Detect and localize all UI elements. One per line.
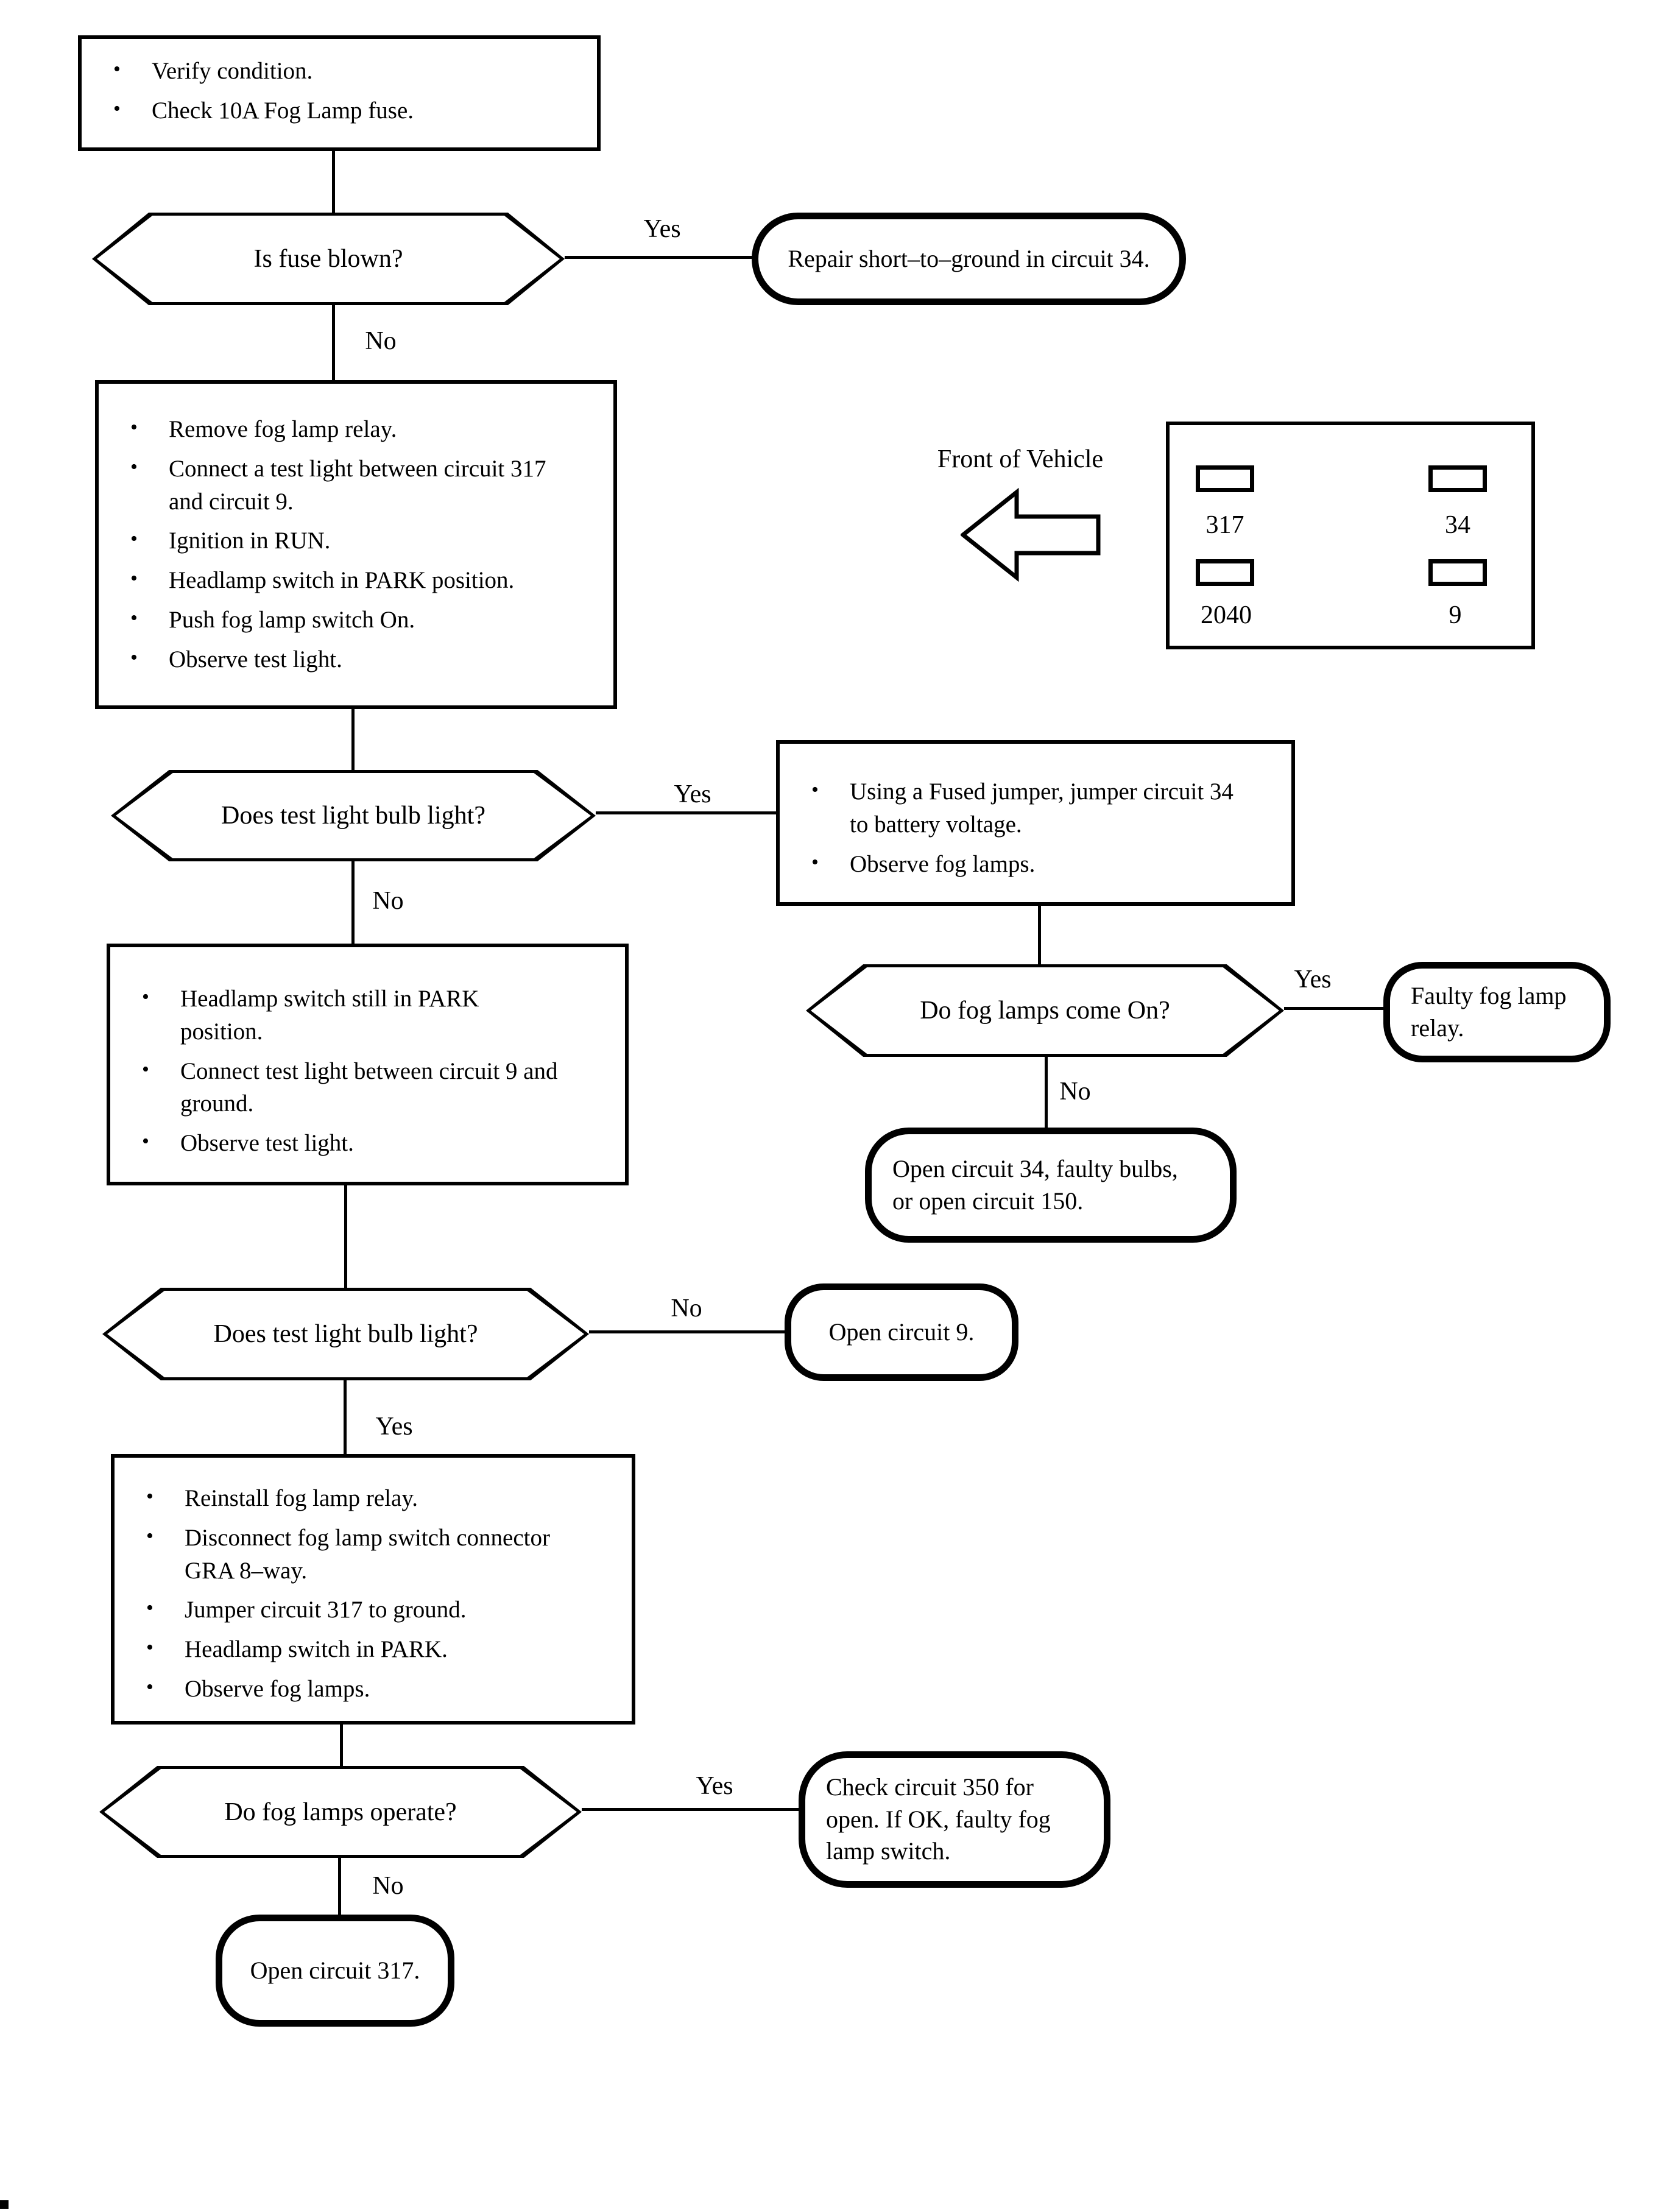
decision-fog-lamps-come-on: Do fog lamps come On?	[806, 964, 1284, 1057]
result-open-circuit-317: Open circuit 317.	[216, 1915, 454, 2027]
edge-label-no: No	[365, 327, 397, 355]
result-repair-short-to-ground: Repair short–to–ground in circuit 34.	[752, 213, 1186, 305]
connector-pin-9	[1428, 559, 1487, 586]
bullet-item: Reinstall fog lamp relay.	[115, 1482, 632, 1515]
result-faulty-relay: Faulty fog lamp relay.	[1383, 962, 1611, 1062]
flow-line	[1038, 906, 1041, 966]
pin-label-2040: 2040	[1201, 601, 1252, 629]
connector-pin-317	[1196, 465, 1254, 492]
result-check-circuit-350: Check circuit 350 for open. If OK, fault…	[799, 1751, 1110, 1888]
flow-line	[332, 305, 335, 381]
bullet-item: Observe test light.	[99, 643, 613, 676]
process-box-verify: Verify condition. Check 10A Fog Lamp fus…	[78, 35, 601, 151]
edge-label-yes: Yes	[1294, 966, 1332, 994]
front-of-vehicle-label: Front of Vehicle	[937, 445, 1104, 473]
bullet-item: Using a Fused jumper, jumper circuit 34 …	[780, 775, 1291, 841]
decision-question: Do fog lamps come On?	[920, 997, 1170, 1025]
front-of-vehicle-arrow-icon	[961, 487, 1101, 582]
flow-line	[332, 151, 335, 214]
edge-label-yes: Yes	[674, 780, 711, 808]
bullet-item: Observe fog lamps.	[780, 848, 1291, 881]
bullet-item: Observe test light.	[110, 1127, 625, 1160]
decision-question: Does test light bulb light?	[221, 802, 485, 830]
edge-label-no: No	[671, 1294, 702, 1322]
flow-line	[340, 1725, 343, 1767]
flow-line	[1284, 1007, 1385, 1010]
edge-label-no: No	[372, 887, 404, 915]
bullet-item: Check 10A Fog Lamp fuse.	[82, 94, 597, 127]
flow-line	[344, 1185, 347, 1289]
process-box-park-test: Headlamp switch still in PARK position. …	[107, 944, 629, 1185]
flow-line	[565, 256, 754, 259]
bullet-item: Disconnect fog lamp switch connector GRA…	[115, 1522, 632, 1587]
relay-connector-diagram	[1166, 422, 1535, 649]
flow-line	[596, 811, 778, 814]
bullet-item: Headlamp switch in PARK.	[115, 1633, 632, 1666]
decision-is-fuse-blown: Is fuse blown?	[92, 213, 565, 305]
edge-label-yes: Yes	[375, 1413, 413, 1441]
decision-question: Do fog lamps operate?	[224, 1798, 457, 1826]
pin-label-34: 34	[1445, 511, 1470, 539]
bullet-item: Jumper circuit 317 to ground.	[115, 1594, 632, 1626]
flow-line	[351, 861, 355, 945]
bullet-list: Remove fog lamp relay. Connect a test li…	[99, 413, 613, 676]
result-open-circuit-34: Open circuit 34, faulty bulbs, or open c…	[865, 1128, 1237, 1243]
decision-question: Does test light bulb light?	[213, 1320, 478, 1348]
edge-label-yes: Yes	[696, 1772, 733, 1800]
bullet-list: Verify condition. Check 10A Fog Lamp fus…	[82, 55, 597, 127]
flow-line	[582, 1808, 800, 1811]
pin-label-9: 9	[1449, 601, 1462, 629]
flow-line	[589, 1330, 786, 1333]
edge-label-yes: Yes	[643, 215, 681, 243]
pin-label-317: 317	[1205, 511, 1244, 539]
bullet-item: Push fog lamp switch On.	[99, 604, 613, 637]
bullet-item: Remove fog lamp relay.	[99, 413, 613, 446]
decision-question: Is fuse blown?	[253, 245, 403, 273]
result-open-circuit-9: Open circuit 9.	[785, 1283, 1018, 1381]
bullet-list: Reinstall fog lamp relay. Disconnect fog…	[115, 1482, 632, 1706]
decision-test-light-2: Does test light bulb light?	[102, 1288, 589, 1380]
bullet-item: Headlamp switch in PARK position.	[99, 564, 613, 597]
decision-fog-lamps-operate: Do fog lamps operate?	[99, 1766, 582, 1858]
decision-test-light-1: Does test light bulb light?	[111, 770, 596, 861]
bullet-item: Headlamp switch still in PARK position.	[110, 983, 625, 1048]
process-box-reinstall-relay: Reinstall fog lamp relay. Disconnect fog…	[111, 1454, 635, 1725]
bullet-item: Connect a test light between circuit 317…	[99, 453, 613, 518]
flow-line	[1045, 1057, 1048, 1129]
process-box-relay-test: Remove fog lamp relay. Connect a test li…	[95, 380, 617, 709]
bullet-item: Ignition in RUN.	[99, 524, 613, 557]
flow-line	[351, 709, 355, 771]
bullet-item: Observe fog lamps.	[115, 1673, 632, 1706]
edge-label-no: No	[372, 1872, 404, 1900]
connector-pin-34	[1428, 465, 1487, 492]
edge-label-no: No	[1059, 1078, 1091, 1106]
flow-line	[344, 1380, 347, 1455]
bullet-item: Verify condition.	[82, 55, 597, 88]
connector-pin-2040	[1196, 559, 1254, 586]
bullet-item: Connect test light between circuit 9 and…	[110, 1055, 625, 1121]
bullet-list: Headlamp switch still in PARK position. …	[110, 983, 625, 1160]
flow-line	[338, 1858, 341, 1916]
process-box-jumper-34: Using a Fused jumper, jumper circuit 34 …	[776, 740, 1295, 906]
bullet-list: Using a Fused jumper, jumper circuit 34 …	[780, 775, 1291, 880]
scan-artifact-mark	[0, 2200, 9, 2209]
